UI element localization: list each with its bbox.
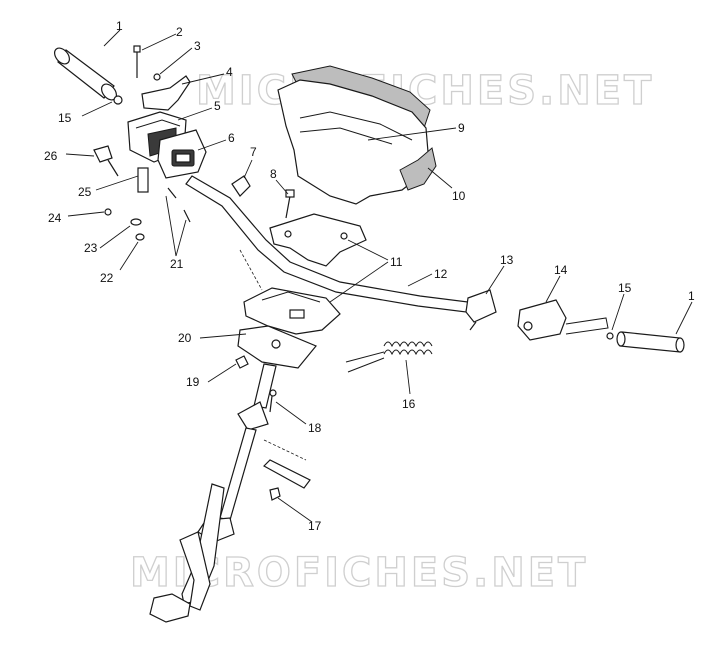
callout-15-left: 15	[58, 111, 72, 125]
callout-16: 16	[402, 397, 416, 411]
left-hardware	[93, 145, 191, 241]
callout-3: 3	[194, 39, 201, 53]
callout-17: 17	[308, 519, 322, 533]
callout-14: 14	[554, 263, 568, 277]
switch-housing	[157, 129, 207, 179]
callout-7: 7	[250, 145, 257, 159]
callout-4: 4	[226, 65, 233, 79]
callout-18: 18	[308, 421, 322, 435]
clip-7	[231, 175, 251, 197]
hood-pad	[277, 65, 437, 205]
screw-2	[133, 45, 141, 78]
callout-1-right: 1	[688, 289, 695, 303]
bushing-17	[263, 459, 311, 501]
nut-3	[153, 73, 161, 81]
callout-11: 11	[390, 255, 403, 269]
lower-clamp-block	[243, 287, 341, 335]
callout-13: 13	[500, 253, 514, 267]
callout-23: 23	[84, 241, 98, 255]
callout-25: 25	[78, 185, 92, 199]
callout-2: 2	[176, 25, 183, 39]
leader-lines	[65, 29, 693, 523]
callout-12: 12	[434, 267, 448, 281]
bolt-8	[285, 189, 295, 219]
callout-22: 22	[100, 271, 114, 285]
nut-19	[235, 355, 249, 369]
coiled-cable	[345, 341, 433, 373]
right-grip	[606, 331, 685, 353]
steering-post	[149, 363, 277, 623]
guide-line-clamp	[239, 249, 263, 291]
guide-line-bushing	[263, 439, 307, 461]
throttle-lever	[141, 75, 191, 111]
callout-8: 8	[270, 167, 277, 181]
end-cap-15-left	[113, 95, 123, 105]
callout-1-left: 1	[116, 19, 123, 33]
screw-18	[269, 389, 277, 413]
callout-9: 9	[458, 121, 465, 135]
callout-19: 19	[186, 375, 200, 389]
brake-bracket	[465, 289, 497, 331]
left-grip	[54, 47, 117, 101]
callout-26: 26	[44, 149, 58, 163]
upper-clamps	[269, 213, 367, 267]
callout-5: 5	[214, 99, 221, 113]
callout-10: 10	[452, 189, 466, 203]
callout-15-right: 15	[618, 281, 632, 295]
callout-labels: 1 2 3 4 5 6 7 8 9 10 11 12 13 14 15 1 15…	[44, 19, 695, 533]
callout-20: 20	[178, 331, 192, 345]
steering-plate	[237, 325, 317, 369]
callout-6: 6	[228, 131, 235, 145]
brake-control	[517, 299, 609, 341]
callout-21: 21	[170, 257, 184, 271]
callout-24: 24	[48, 211, 62, 225]
